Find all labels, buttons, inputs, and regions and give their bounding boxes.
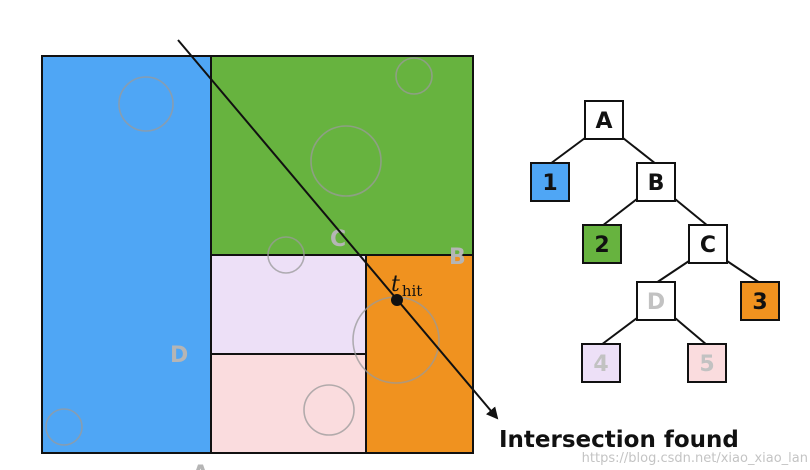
region-label-d: D	[170, 343, 188, 368]
region-label-b: B	[449, 245, 466, 270]
circle-primitive	[303, 384, 355, 436]
tree-node-b	[636, 162, 676, 202]
bvh-tree: A B C D 1 2 3 4 5	[530, 100, 780, 383]
region-lavender	[211, 255, 366, 354]
primitive-circles	[45, 57, 440, 446]
partition-lines	[41, 55, 474, 454]
hit-point	[391, 294, 403, 306]
tree-leaf-5	[687, 343, 727, 383]
tree-node-d-label: D	[647, 290, 665, 315]
tree-leaf-2	[582, 224, 622, 264]
tree-edges	[549, 137, 761, 346]
circle-primitive	[118, 76, 174, 132]
region-orange	[366, 255, 473, 453]
region-green	[211, 56, 473, 255]
tree-leaf-2-label: 2	[594, 233, 609, 258]
tree-node-b-label: B	[648, 171, 665, 196]
tree-leaf-4-label: 4	[593, 352, 608, 377]
region-pink	[211, 354, 366, 453]
tree-node-c-label: C	[700, 233, 716, 258]
intersection-caption: Intersection found	[499, 427, 739, 453]
region-blue	[42, 56, 211, 453]
circle-primitive	[45, 408, 83, 446]
tree-node-d	[636, 281, 676, 321]
tree-node-c	[688, 224, 728, 264]
circle-primitive	[267, 236, 305, 274]
circle-primitive	[395, 57, 433, 95]
tree-leaf-3	[740, 281, 780, 321]
tree-leaf-1-label: 1	[542, 171, 557, 196]
watermark-text: https://blog.csdn.net/xiao_xiao_lan	[582, 451, 808, 466]
tree-node-a	[584, 100, 624, 140]
tree-node-a-label: A	[595, 109, 612, 134]
tree-leaf-3-label: 3	[752, 290, 767, 315]
t-hit-subscript: hit	[402, 282, 423, 300]
tree-leaf-1	[530, 162, 570, 202]
circle-primitive	[310, 125, 382, 197]
ray-arrow	[177, 39, 499, 420]
t-hit-base: t	[391, 272, 400, 297]
region-label-a: A	[192, 462, 209, 470]
tree-leaf-4	[581, 343, 621, 383]
tree-leaf-5-label: 5	[699, 352, 714, 377]
